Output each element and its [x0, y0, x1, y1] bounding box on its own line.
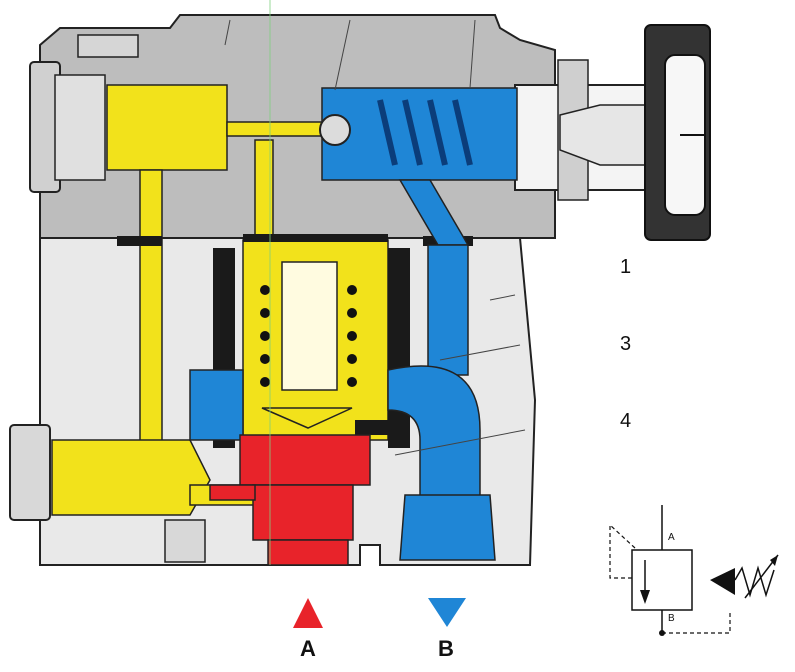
callout-1: 1: [620, 256, 632, 278]
callout-3: 3: [620, 333, 632, 355]
main-spool-cavity: [260, 261, 357, 429]
pilot-spring: [377, 99, 473, 166]
symbol-b-label: B: [668, 613, 675, 624]
port-b-triangle: [428, 598, 466, 627]
callout-leader-lines: [224, 0, 526, 565]
hydraulic-symbol: [609, 505, 779, 636]
port-a-triangle: [293, 598, 323, 628]
callout-4: 4: [620, 410, 632, 432]
port-b-label: B: [438, 636, 454, 661]
port-a-label: A: [300, 636, 316, 661]
adjustment-knob: [514, 24, 711, 241]
symbol-a-label: A: [668, 532, 675, 543]
pilot-ball: [319, 114, 351, 146]
